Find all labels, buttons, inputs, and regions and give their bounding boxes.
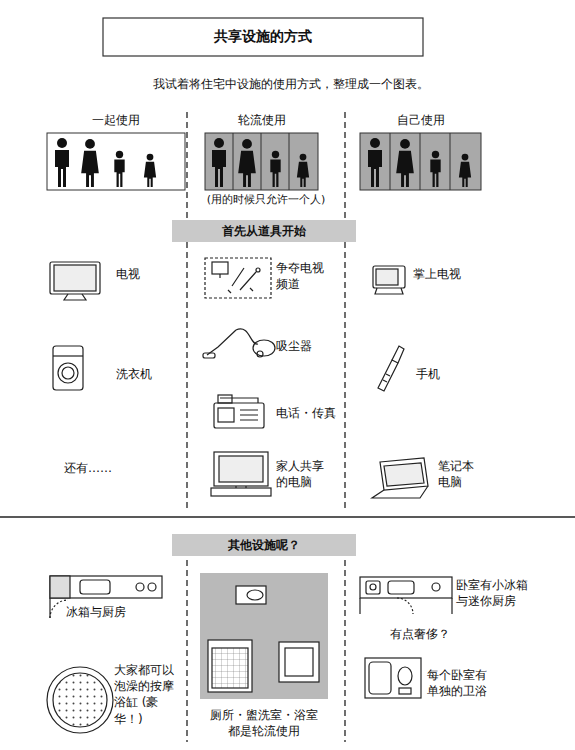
section-band-text: 首先从道具开始 (222, 223, 306, 239)
item-label: 笔记本 电脑 (438, 458, 481, 490)
column-divider (187, 112, 345, 742)
item-label: 每个卧室有 单独的卫浴 (427, 667, 494, 699)
section-band: 其他设施呢？ (172, 534, 356, 556)
column-heading: 一起使用 (47, 112, 185, 132)
section-band-text: 其他设施呢？ (228, 537, 300, 553)
item-label: 大家都可以 泡澡的按摩 浴缸 (豪华！) (114, 662, 181, 727)
title-frame (103, 18, 423, 56)
intro-note: 我试着将住宅中设施的使用方式，整理成一个图表。 (3, 76, 575, 92)
item-label: 吸尘器 (276, 338, 312, 354)
column-heading-text: 一起使用 (92, 112, 140, 128)
column-note: (用的时候只允许一个人) (187, 193, 345, 208)
people-group (47, 133, 185, 190)
item-label: 卧室有小冰箱 与迷你厨房 (456, 577, 535, 609)
shared-room-area: 厕所・盥洗室・浴室 都是轮流使用 (192, 573, 336, 739)
section-band: 首先从道具开始 (172, 220, 356, 242)
section-rule (0, 516, 575, 518)
column-heading: 轮流使用 (205, 112, 318, 132)
column-heading: 自己使用 (360, 112, 481, 132)
item-label: 电话・传真 (276, 405, 336, 421)
device-icons (50, 258, 428, 498)
shared-washroom (200, 573, 328, 699)
item-label: 还有…… (64, 460, 112, 476)
people-turns (205, 133, 318, 190)
item-label: 掌上电视 (413, 266, 461, 282)
item-label: 手机 (416, 366, 440, 382)
item-label: 争夺电视 频道 (276, 260, 331, 292)
column-heading-text: 自己使用 (397, 112, 445, 128)
title-text: 共享设施的方式 (214, 28, 312, 46)
item-label: 电视 (116, 266, 140, 282)
shared-room-area-text: 厕所・盥洗室・浴室 都是轮流使用 (206, 707, 321, 739)
item-label: 家人共享 的电脑 (276, 458, 331, 490)
column-heading-text: 轮流使用 (238, 112, 286, 128)
item-label: 冰箱与厨房 (66, 604, 126, 620)
item-label: 有点奢侈？ (390, 626, 450, 642)
title-box: 共享设施的方式 (103, 18, 423, 56)
people-own (360, 133, 481, 190)
item-label: 洗衣机 (116, 366, 152, 382)
